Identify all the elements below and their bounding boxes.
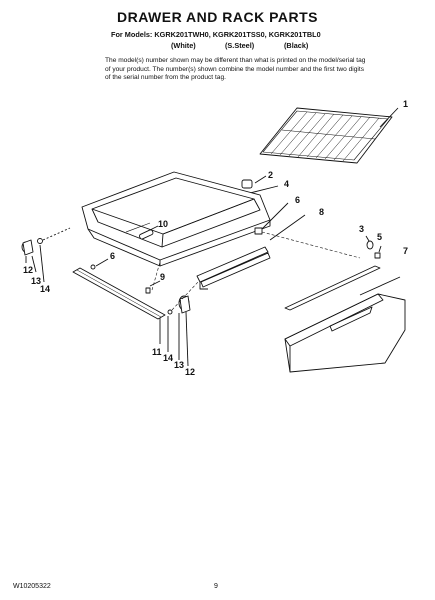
stiffener-clip-illustration — [255, 203, 288, 234]
callout-8: 8 — [319, 207, 325, 217]
callout-13-right: 13 — [174, 360, 185, 370]
left-drawer-slide-illustration — [73, 259, 165, 319]
drawer-front-fasteners-illustration — [366, 236, 381, 258]
right-drawer-slide-illustration — [285, 266, 380, 310]
callout-5: 5 — [377, 232, 383, 242]
oven-rack-illustration — [260, 108, 398, 163]
callout-12-right: 12 — [185, 367, 196, 377]
callout-14-right: 14 — [163, 353, 174, 363]
callout-6-lower: 6 — [110, 251, 116, 261]
callout-3: 3 — [359, 224, 365, 234]
callout-12-left: 12 — [23, 265, 34, 275]
callout-7: 7 — [403, 246, 409, 256]
screw-illustration — [146, 281, 160, 293]
right-roller-assembly-illustration — [160, 296, 190, 366]
callout-2: 2 — [268, 170, 274, 180]
drawer-stiffener-illustration — [197, 215, 305, 289]
color-black: (Black) — [284, 41, 309, 50]
callout-1: 1 — [403, 99, 409, 109]
callout-9: 9 — [160, 272, 166, 282]
page-number: 9 — [214, 583, 218, 590]
drawer-front-illustration — [285, 277, 405, 372]
models-line: For Models: KGRK201TWH0, KGRK201TSS0, KG… — [111, 30, 321, 39]
callout-4: 4 — [284, 179, 290, 189]
model-number-note: The model(s) number shown may be differe… — [105, 57, 366, 82]
document-number: W10205322 — [13, 583, 51, 590]
callout-10: 10 — [158, 219, 169, 229]
rack-bumper-illustration — [242, 176, 266, 188]
callout-14-left: 14 — [40, 284, 51, 294]
callout-11: 11 — [152, 347, 162, 357]
color-white: (White) — [171, 41, 196, 50]
callout-13-left: 13 — [31, 276, 42, 286]
callout-6-upper: 6 — [295, 195, 301, 205]
drawer-pan-illustration — [82, 172, 270, 266]
pan-handle-illustration — [139, 226, 158, 240]
assembly-guide-lines — [152, 232, 360, 310]
left-roller-assembly-illustration — [22, 228, 70, 282]
page-title: DRAWER AND RACK PARTS — [116, 9, 319, 25]
color-stainless: (S.Steel) — [225, 41, 255, 50]
